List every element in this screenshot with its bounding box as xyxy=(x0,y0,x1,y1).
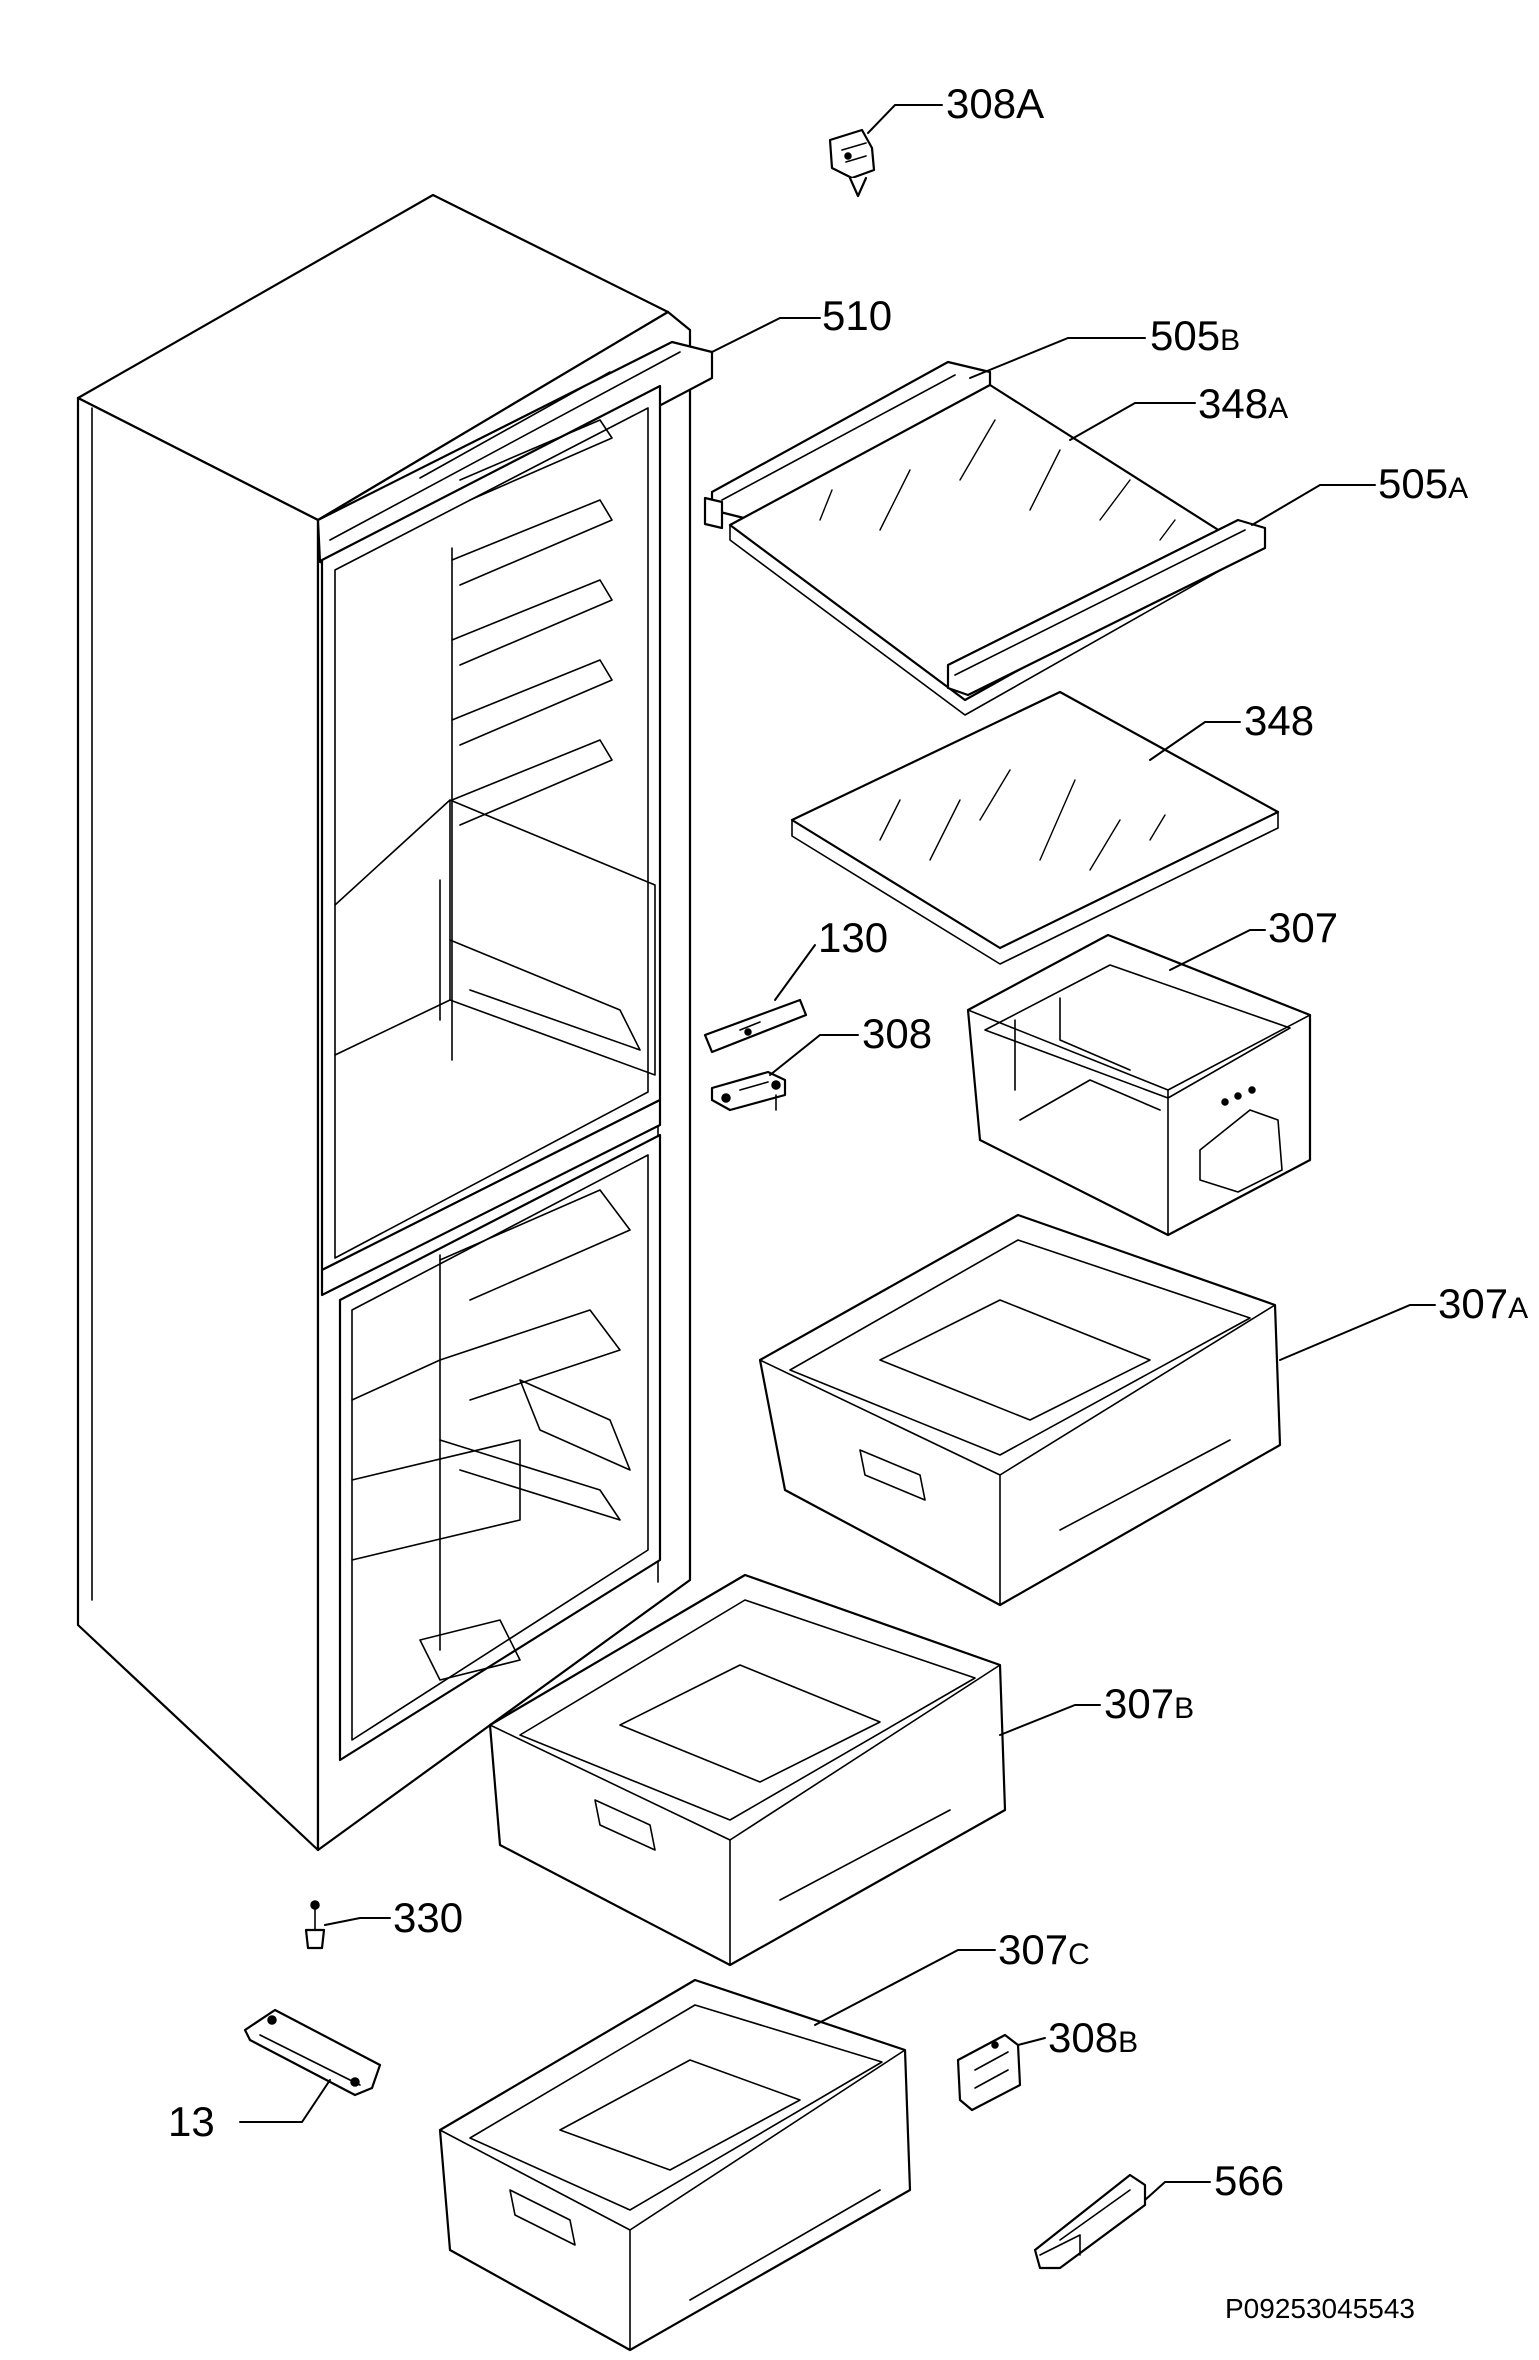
label-308a: 308A xyxy=(946,80,1044,127)
label-308: 308 xyxy=(862,1010,932,1057)
part-labels: 308A 510 505B 348A 505A 348 130 308 307 … xyxy=(168,80,1528,2324)
part-348a-glass-shelf-with-trims xyxy=(703,360,1267,716)
diagram-code: P09253045543 xyxy=(1225,2293,1415,2324)
part-566-clip xyxy=(1033,2173,1147,2270)
label-130: 130 xyxy=(818,914,888,961)
part-130-bracket xyxy=(703,998,808,1054)
label-566: 566 xyxy=(1214,2157,1284,2204)
label-308b: 308B xyxy=(1048,2014,1138,2061)
label-348: 348 xyxy=(1244,697,1314,744)
label-307b: 307B xyxy=(1104,1680,1194,1727)
part-330-screw xyxy=(304,1900,326,1950)
part-307a-drawer xyxy=(758,1213,1282,1607)
label-307a: 307A xyxy=(1438,1280,1528,1327)
label-307: 307 xyxy=(1268,904,1338,951)
part-308a-top-hinge xyxy=(828,128,876,198)
label-505a: 505A xyxy=(1378,460,1468,507)
label-330: 330 xyxy=(393,1894,463,1941)
part-307b-drawer xyxy=(488,1573,1007,1967)
refrigerator-cabinet xyxy=(76,193,714,1852)
leader-lines xyxy=(239,104,1436,2201)
label-348a: 348A xyxy=(1198,380,1288,427)
part-308-hinge xyxy=(710,1070,787,1112)
label-510: 510 xyxy=(822,292,892,339)
part-13-runner xyxy=(243,2008,382,2097)
part-307-small-container xyxy=(966,933,1312,1237)
part-307c-drawer xyxy=(438,1978,912,2352)
label-505b: 505B xyxy=(1150,312,1240,359)
label-307c: 307C xyxy=(998,1926,1090,1973)
part-308b-hinge xyxy=(956,2033,1022,2112)
label-13: 13 xyxy=(168,2098,215,2145)
